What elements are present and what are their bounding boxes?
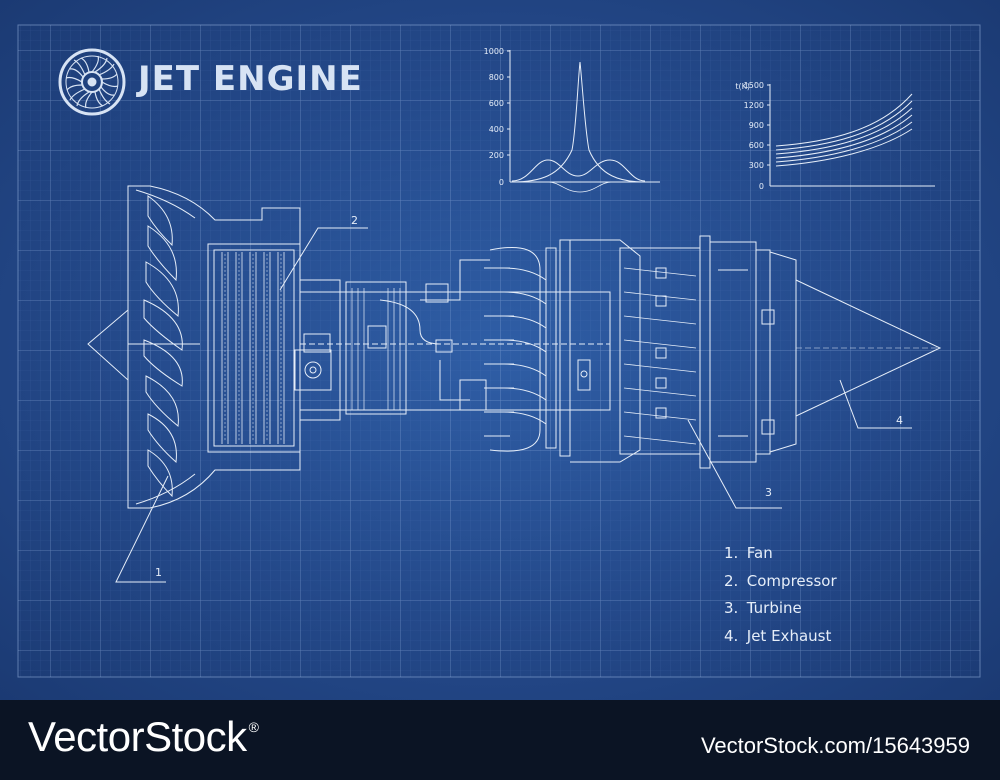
combustor-section (484, 239, 641, 463)
legend-label: Compressor (746, 571, 837, 590)
peak-chart (507, 50, 660, 193)
legend-item: 3. Turbine (724, 595, 837, 623)
legend-item: 1. Fan (724, 540, 837, 568)
exhaust-cone (795, 279, 942, 417)
blueprint-drawing: 1000 800 600 400 200 0 t(K) 1500 1200 90… (17, 24, 981, 678)
peak-chart-ticks: 1000 800 600 400 200 0 (484, 47, 504, 187)
registered-mark: ® (248, 719, 259, 735)
callout-2: 2 (351, 214, 358, 227)
temp-axis-label: t(K) (735, 82, 750, 91)
legend-label: Turbine (746, 599, 802, 617)
brand-name: VectorStock (28, 713, 247, 760)
temp-tick: 1200 (744, 101, 764, 110)
jet-engine-drawing (87, 185, 942, 583)
callout-3: 3 (765, 486, 772, 499)
temperature-chart-ticks: t(K) 1500 1200 900 600 300 0 (735, 81, 764, 191)
legend-number: 4. (724, 626, 739, 645)
accessory-block (345, 259, 490, 415)
callout-1: 1 (155, 566, 162, 579)
blueprint-sheet: 1000 800 600 400 200 0 t(K) 1500 1200 90… (0, 0, 1000, 700)
temp-tick: 900 (749, 121, 764, 130)
legend-label: Jet Exhaust (746, 626, 832, 645)
watermark-bar (0, 700, 1000, 780)
fan-section (127, 185, 301, 509)
legend-item: 2. Compressor (724, 568, 837, 596)
temp-tick: 600 (749, 141, 764, 150)
turbine-fan-icon (58, 48, 126, 116)
temp-tick: 0 (759, 182, 764, 191)
peak-tick: 600 (489, 99, 504, 108)
peak-tick: 400 (489, 125, 504, 134)
watermark-brand: VectorStock® (28, 713, 259, 760)
peak-tick: 200 (489, 151, 504, 160)
page-title: JET ENGINE (138, 59, 363, 99)
legend-label: Fan (746, 544, 773, 562)
temp-tick: 300 (749, 161, 764, 170)
callout-4: 4 (896, 414, 903, 427)
core-shaft (294, 279, 611, 421)
callout-numbers: 1 2 3 4 (155, 214, 903, 579)
peak-tick: 800 (489, 73, 504, 82)
legend-number: 2. (724, 571, 739, 590)
legend-number: 3. (724, 599, 739, 617)
legend-item: 4. Jet Exhaust (724, 623, 837, 651)
peak-tick: 0 (499, 178, 504, 187)
grid (17, 24, 981, 678)
callout-leaders (115, 227, 912, 583)
turbine-section (619, 235, 797, 469)
temp-tick: 1500 (744, 81, 764, 90)
legend-number: 1. (724, 544, 739, 562)
watermark-url: VectorStock.com/15643959 (700, 733, 970, 758)
peak-tick: 1000 (484, 47, 504, 56)
temperature-chart (767, 84, 935, 187)
component-legend: 1. Fan 2. Compressor 3. Turbine 4. Jet E… (724, 540, 837, 650)
